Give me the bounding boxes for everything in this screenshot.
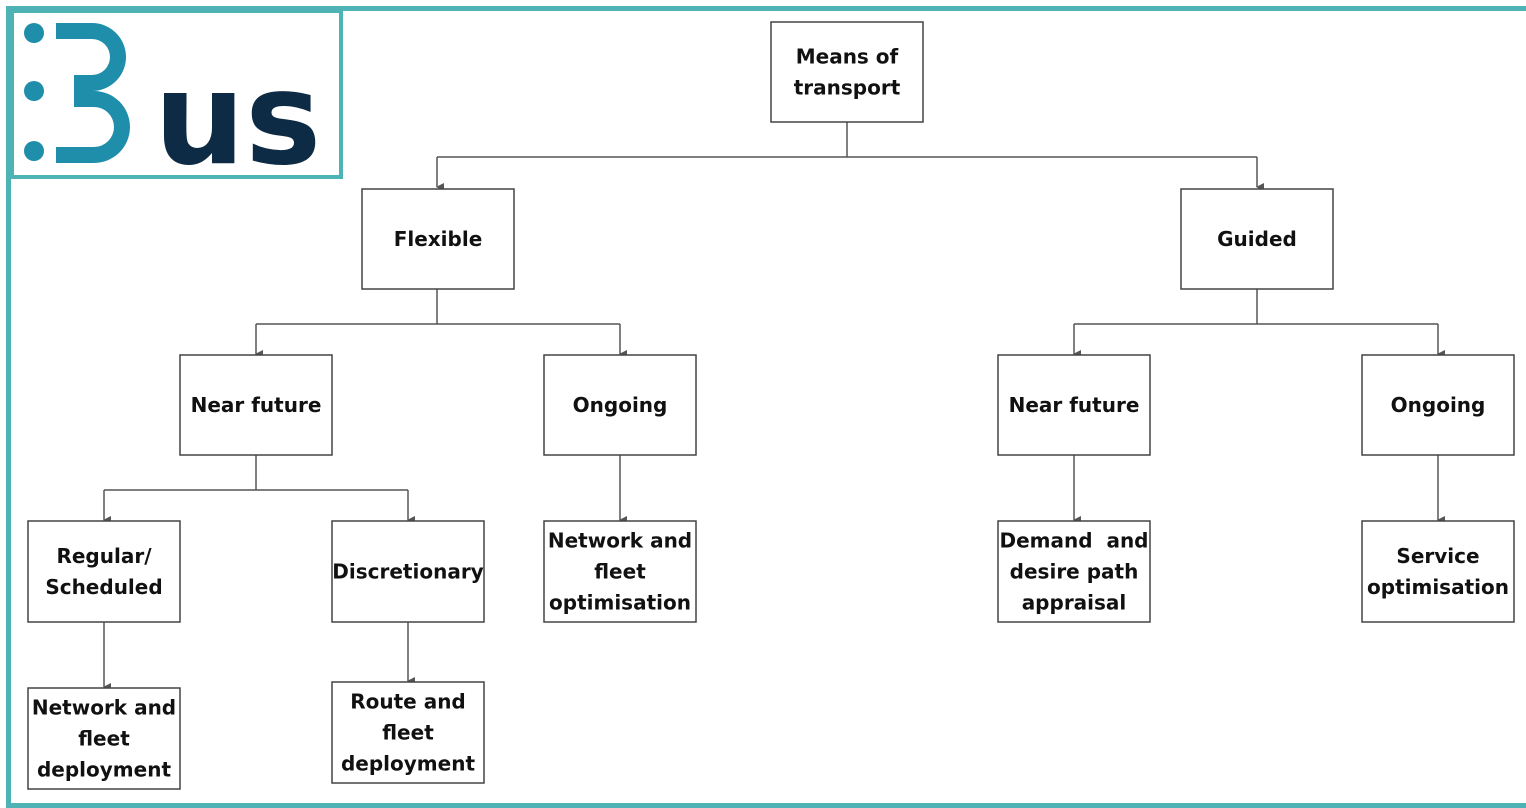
node-label-line: Discretionary: [332, 560, 483, 584]
node-guided-near: Near future: [997, 354, 1151, 456]
logo-dot-top: [24, 23, 44, 43]
node-label-line: optimisation: [1367, 575, 1509, 599]
frame-bottom: [6, 803, 1526, 808]
node-flexible: Flexible: [361, 188, 515, 290]
logo-dot-bottom: [24, 141, 44, 161]
node-label-line: Service: [1396, 544, 1479, 568]
node-label-line: Near future: [1009, 393, 1140, 417]
node-label-line: transport: [794, 76, 901, 100]
node-box: [27, 520, 181, 623]
node-label-line: Network and: [548, 529, 692, 553]
node-label-line: Demand and: [999, 529, 1148, 553]
frame-top: [6, 6, 1526, 11]
node-flex-near: Near future: [179, 354, 333, 456]
node-box: [361, 188, 515, 290]
node-box: [27, 687, 181, 790]
logo: us: [10, 9, 343, 194]
node-label-line: Network and: [32, 696, 176, 720]
node-label-line: fleet: [594, 560, 646, 584]
node-label-line: optimisation: [549, 591, 691, 615]
node-label-line: Regular/: [56, 544, 152, 568]
connectors: [103, 122, 1445, 691]
node-label-line: Flexible: [394, 227, 483, 251]
node-label-line: Route and: [350, 690, 466, 714]
node-regular: Regular/Scheduled: [27, 520, 181, 623]
frame-left: [6, 6, 11, 808]
node-demand-desire: Demand and desire path appraisal: [997, 520, 1151, 623]
node-box: [770, 21, 924, 123]
node-guided-ongoing: Ongoing: [1361, 354, 1515, 456]
node-box: [543, 520, 697, 623]
node-root: Means of transport: [770, 21, 924, 123]
node-label-line: Ongoing: [573, 393, 668, 417]
node-label-line: desire path: [1010, 560, 1139, 584]
node-network-fleet-opt: Network and fleet optimisation: [543, 520, 697, 623]
node-box: [997, 354, 1151, 456]
logo-dot-middle: [24, 81, 44, 101]
node-box: [1361, 354, 1515, 456]
node-box: [1361, 520, 1515, 623]
logo-text: us: [154, 45, 321, 175]
node-label-line: Means of: [796, 45, 899, 69]
logo-b-lower-bowl: [56, 91, 130, 163]
node-box: [331, 520, 485, 623]
node-label-line: Ongoing: [1391, 393, 1486, 417]
node-guided: Guided: [1180, 188, 1334, 290]
node-label-line: Guided: [1217, 227, 1297, 251]
node-label-line: fleet: [78, 727, 130, 751]
node-discretionary: Discretionary: [331, 520, 485, 623]
node-network-fleet-dep: Network and fleet deployment: [27, 687, 181, 790]
node-service-opt: Service optimisation: [1361, 520, 1515, 623]
node-box: [997, 520, 1151, 623]
node-label-line: fleet: [382, 721, 434, 745]
node-flex-ongoing: Ongoing: [543, 354, 697, 456]
node-label-line: Scheduled: [45, 575, 162, 599]
logo-graphic: us: [24, 23, 321, 194]
node-box: [179, 354, 333, 456]
node-label-line: deployment: [341, 752, 475, 776]
logo-b-upper-bowl: [56, 23, 126, 91]
node-box: [1180, 188, 1334, 290]
node-label-line: appraisal: [1022, 591, 1127, 615]
node-box: [543, 354, 697, 456]
node-label-line: Near future: [191, 393, 322, 417]
node-label-line: deployment: [37, 758, 171, 782]
node-route-fleet-dep: Route and fleet deployment: [331, 681, 485, 784]
node-box: [331, 681, 485, 784]
